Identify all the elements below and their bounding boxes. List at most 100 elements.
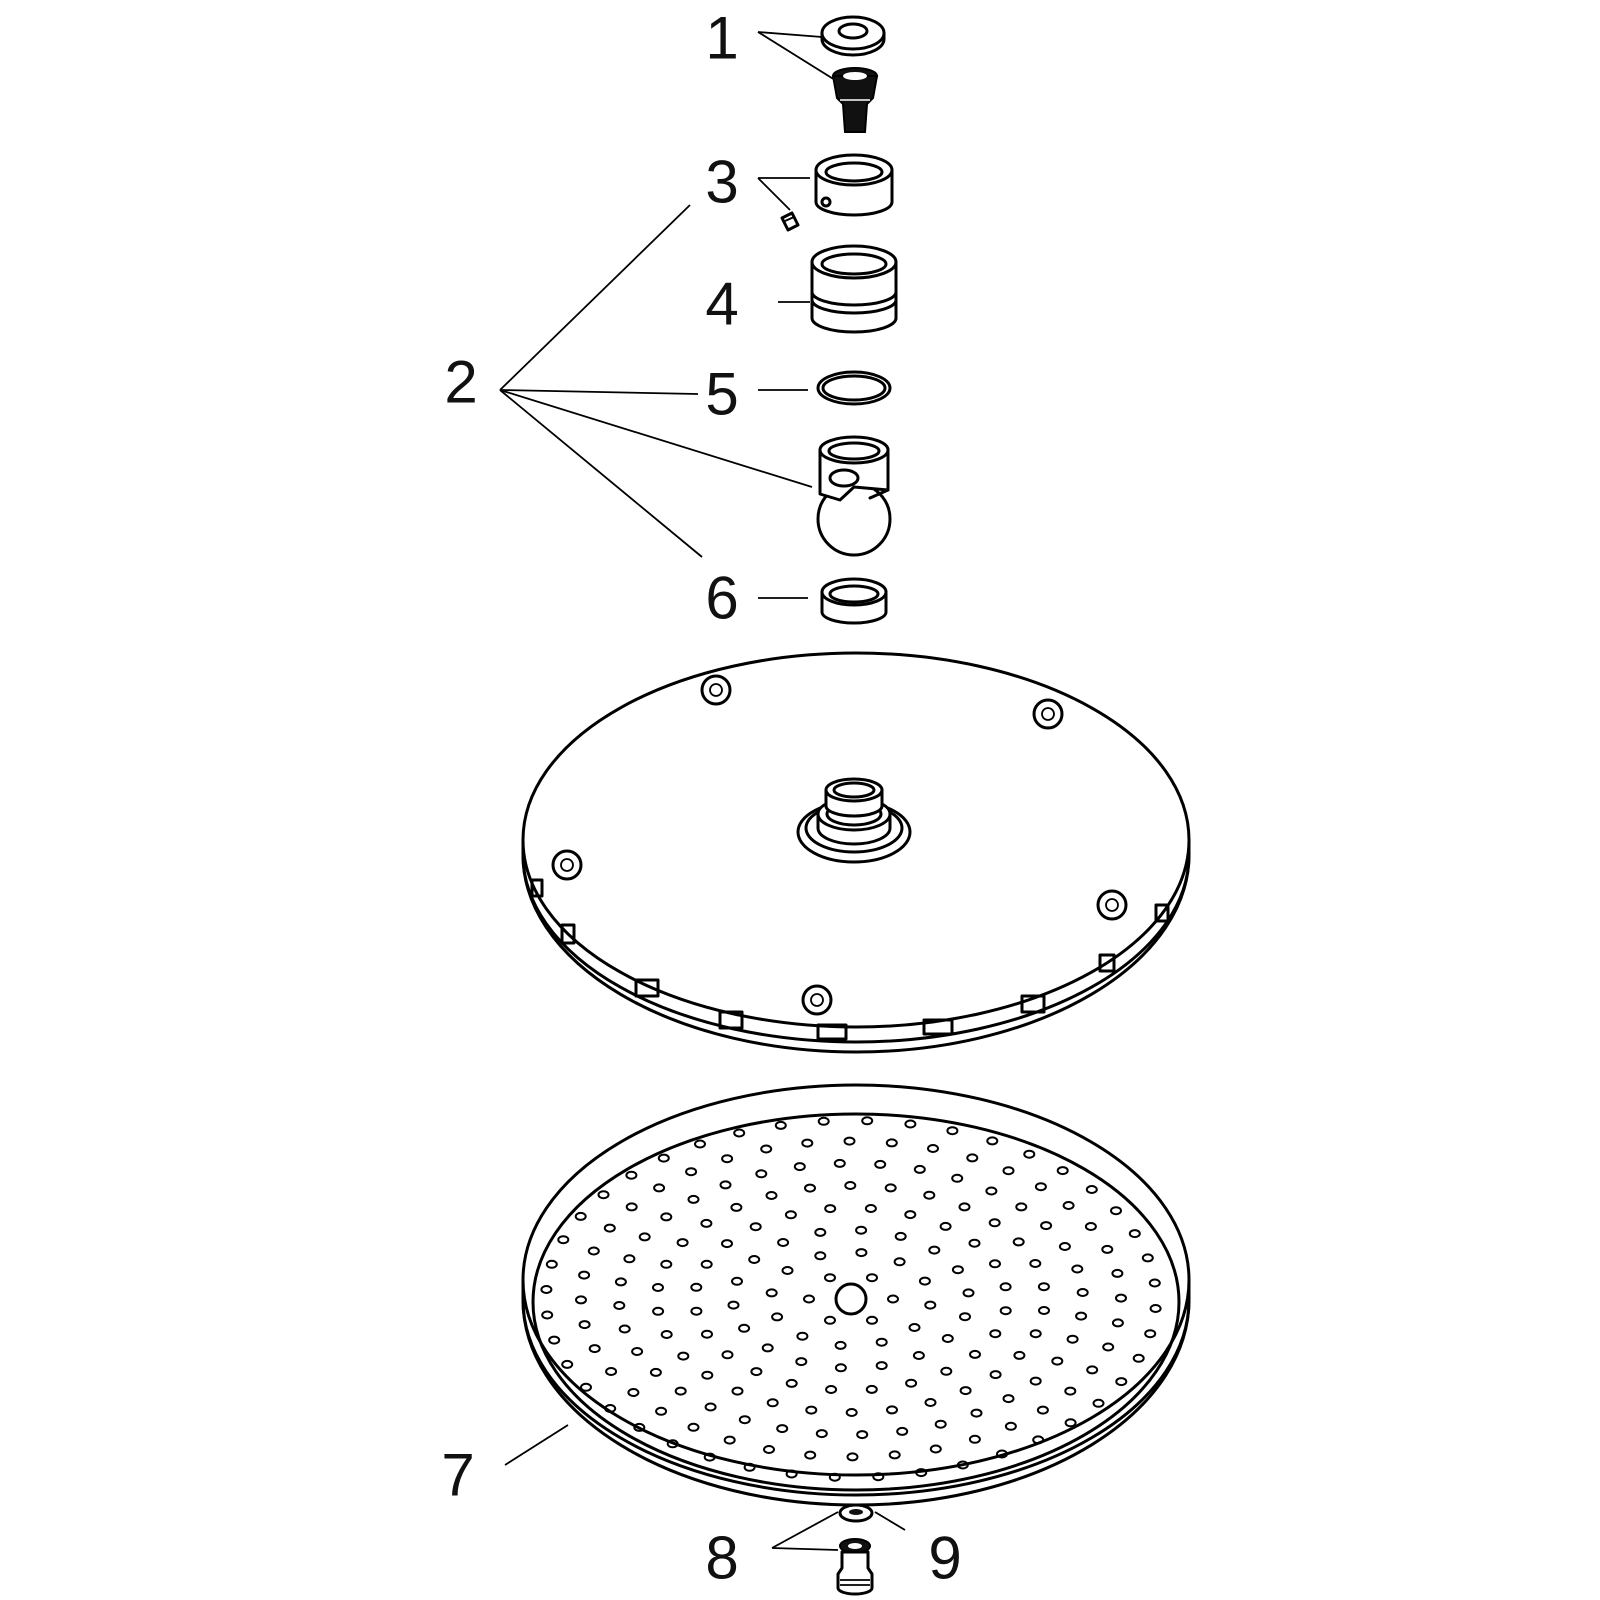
- nozzle-hole: [723, 1435, 736, 1445]
- nozzle-hole: [614, 1277, 627, 1287]
- nozzle-hole: [1058, 1242, 1071, 1251]
- nozzle-hole: [540, 1285, 553, 1294]
- label-8: 8: [705, 1525, 738, 1592]
- nozzle-hole: [941, 1334, 954, 1343]
- nozzle-hole: [730, 1202, 743, 1212]
- nozzle-hole: [1029, 1259, 1042, 1268]
- nozzle-hole: [924, 1300, 937, 1310]
- nozzle-hole: [1002, 1394, 1015, 1404]
- nozzle-hole: [934, 1419, 947, 1429]
- nozzle-hole: [781, 1266, 794, 1275]
- nozzle-hole: [1066, 1334, 1079, 1344]
- nozzle-hole: [676, 1238, 689, 1248]
- nozzle-hole: [627, 1388, 640, 1397]
- nozzle-hole: [575, 1295, 587, 1305]
- nozzle-hole: [968, 1238, 981, 1248]
- nozzle-hole: [856, 1430, 869, 1440]
- nozzle-hole: [1110, 1206, 1122, 1216]
- nozzle-hole: [733, 1128, 746, 1138]
- nozzle-hole: [958, 1202, 971, 1212]
- nozzle-hole: [846, 1452, 859, 1462]
- part-5-o-ring: [816, 370, 892, 406]
- nozzle-hole: [855, 1248, 868, 1258]
- nozzle-hole: [969, 1349, 981, 1359]
- mounting-holes: [551, 674, 1128, 1016]
- nozzle-hole: [761, 1343, 774, 1353]
- nozzle-hole: [833, 1158, 846, 1168]
- central-connector: [796, 777, 912, 864]
- nozzle-hole: [908, 1323, 921, 1332]
- nozzle-hole: [721, 1154, 734, 1164]
- nozzle-hole: [915, 1468, 928, 1478]
- nozzle-hole: [912, 1351, 925, 1360]
- part-1-washer: [820, 15, 886, 57]
- nozzle-hole: [660, 1330, 673, 1339]
- nozzle-hole: [784, 1210, 797, 1220]
- nozzle-hole: [760, 1144, 773, 1154]
- nozzle-hole: [580, 1382, 592, 1392]
- nozzle-hole: [1132, 1353, 1145, 1363]
- nozzle-hole: [785, 1469, 798, 1479]
- nozzle-hole: [985, 1186, 998, 1196]
- nozzle-hole: [939, 1221, 952, 1231]
- nozzle-hole: [959, 1386, 972, 1396]
- label-6: 6: [705, 565, 738, 632]
- nozzle-hole: [748, 1255, 761, 1264]
- nozzle-hole: [731, 1276, 743, 1286]
- nozzle-hole: [749, 1222, 762, 1232]
- nozzle-hole: [888, 1450, 901, 1460]
- nozzle-hole: [1076, 1288, 1089, 1297]
- nozzle-hole: [1111, 1318, 1124, 1328]
- nozzle-hole: [1128, 1229, 1141, 1239]
- nozzle-hole: [727, 1300, 740, 1310]
- nozzle-hole: [1036, 1405, 1049, 1415]
- nozzle-hole: [687, 1194, 700, 1204]
- nozzle-hole: [557, 1235, 570, 1245]
- nozzle-hole: [1064, 1418, 1077, 1428]
- nozzle-hole: [940, 1366, 953, 1376]
- nozzle-hole: [701, 1370, 714, 1380]
- nozzle-hole: [1064, 1386, 1077, 1396]
- nozzle-hole: [861, 1116, 874, 1126]
- nozzle-hole: [561, 1359, 574, 1369]
- part-6-ring: [820, 577, 888, 625]
- nozzle-hole: [1144, 1329, 1157, 1339]
- nozzle-hole: [884, 1183, 897, 1193]
- nozzle-hole: [824, 1204, 837, 1214]
- nozzle-hole: [652, 1306, 665, 1316]
- nozzle-hole: [618, 1324, 631, 1334]
- part-4-threaded-sleeve: [810, 244, 898, 334]
- nozzle-hole: [604, 1404, 617, 1413]
- nozzle-hole: [817, 1116, 830, 1126]
- nozzle-hole: [774, 1120, 787, 1130]
- shower-head-body: [521, 651, 1191, 1054]
- nozzle-hole: [1086, 1365, 1099, 1375]
- label-3: 3: [705, 149, 738, 216]
- nozzle-hole: [1084, 1222, 1097, 1231]
- nozzle-hole: [843, 1136, 856, 1146]
- nozzle-hole: [738, 1323, 751, 1333]
- part-8-screw: [836, 1538, 874, 1596]
- nozzle-hole: [731, 1386, 744, 1396]
- nozzle-hole: [905, 1378, 918, 1388]
- label-5: 5: [705, 361, 738, 428]
- nozzle-hole: [824, 1273, 836, 1283]
- nozzle-hole: [824, 1315, 836, 1325]
- nozzle-hole: [694, 1139, 706, 1149]
- nozzle-hole: [771, 1312, 784, 1322]
- nozzle-hole: [721, 1350, 734, 1360]
- nozzle-hole: [805, 1405, 818, 1415]
- nozzle-hole: [1040, 1221, 1053, 1231]
- nozzle-hole: [796, 1331, 809, 1341]
- nozzle-hole: [1015, 1202, 1028, 1212]
- nozzle-hole: [743, 1462, 756, 1472]
- nozzle-hole: [605, 1367, 618, 1376]
- nozzle-hole: [738, 1415, 751, 1425]
- nozzle-hole: [700, 1259, 713, 1269]
- nozzle-hole: [1115, 1377, 1128, 1387]
- nozzle-hole: [814, 1227, 827, 1237]
- nozzle-hole: [844, 1181, 857, 1190]
- nozzle-hole: [845, 1408, 858, 1417]
- nozzle-hole: [588, 1344, 601, 1354]
- nozzle-hole: [825, 1385, 838, 1394]
